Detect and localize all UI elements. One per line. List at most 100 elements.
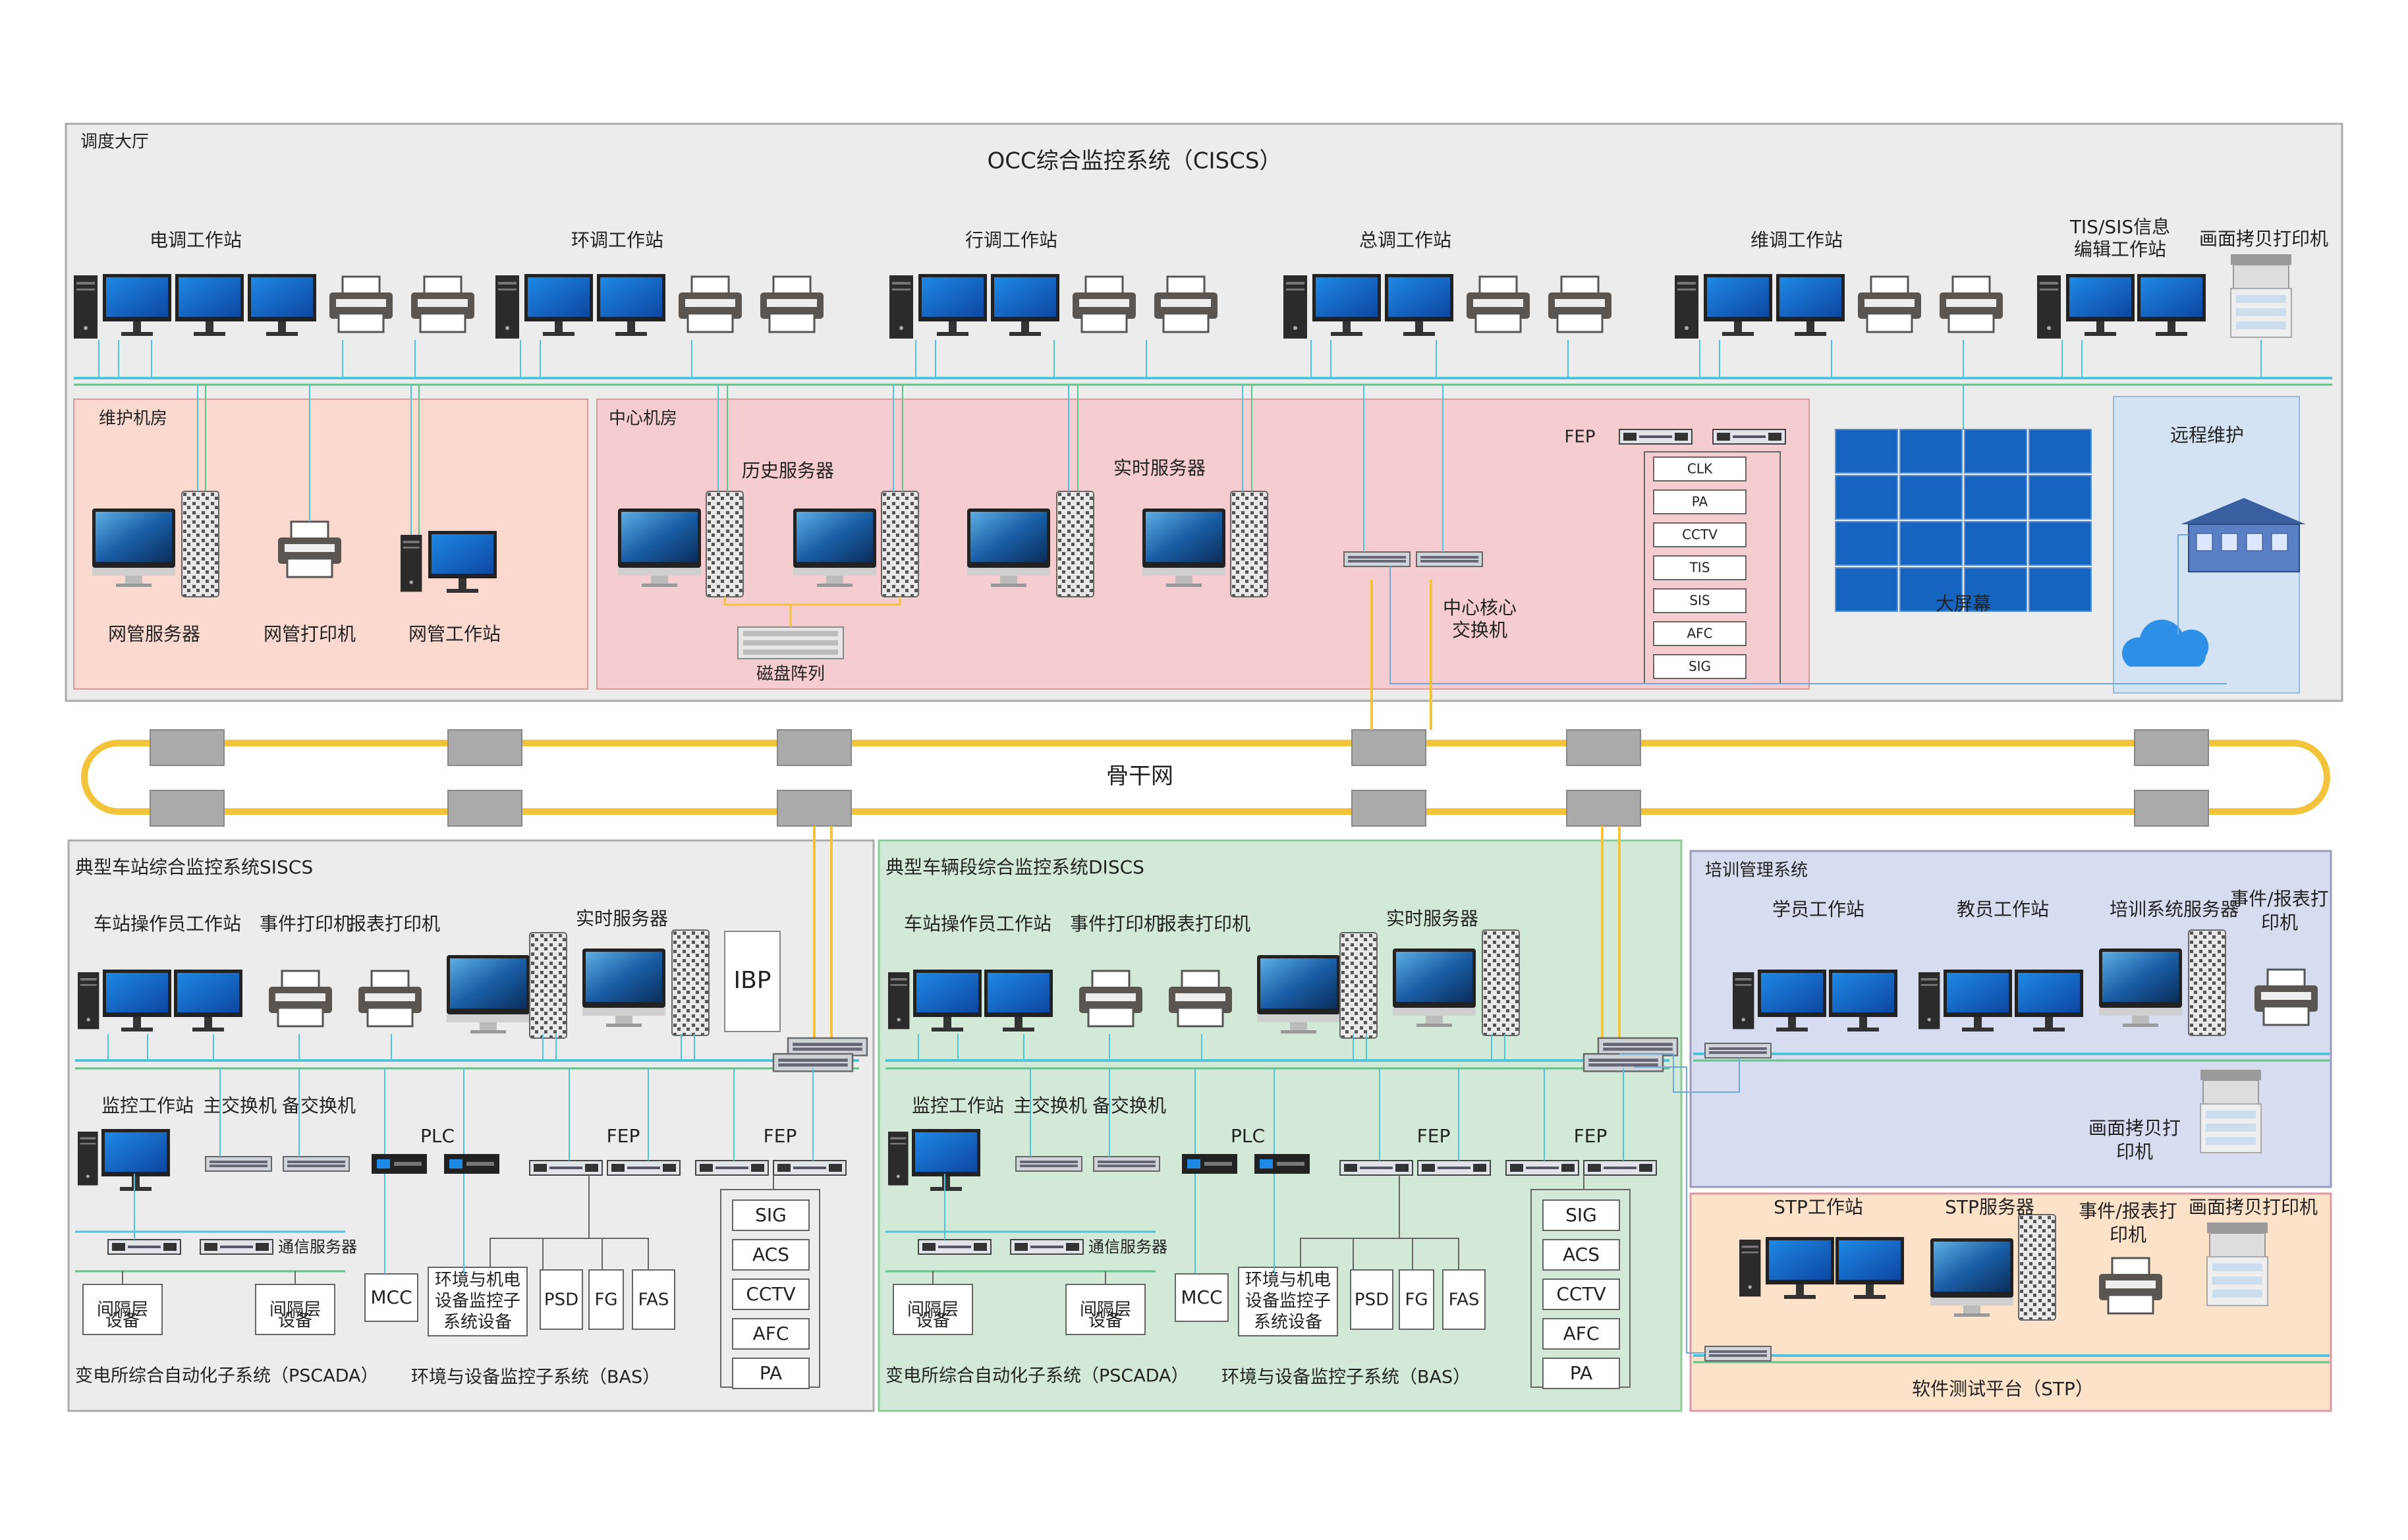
discs-comm-2 — [1010, 1239, 1084, 1255]
workstation-label-1: 环调工作站 — [571, 229, 663, 251]
discs-rt-label: 实时服务器 — [1386, 908, 1478, 929]
siscs-plc-1 — [372, 1154, 427, 1174]
training-copier-label-2: 印机 — [2116, 1141, 2153, 1163]
training-printer-label-2: 印机 — [2261, 912, 2298, 933]
disk-link-1 — [723, 597, 901, 606]
backbone-node-bottom-0 — [150, 790, 225, 827]
big-screen-tile-0-1 — [1899, 429, 1963, 474]
siscs-env-line1: 环境与机电 — [435, 1271, 520, 1290]
discs-env-line1: 环境与机电 — [1245, 1271, 1331, 1290]
discs-psd-box — [1350, 1269, 1393, 1330]
stp-printer-label-2: 印机 — [2110, 1224, 2146, 1246]
maint-imac — [92, 509, 175, 587]
big-screen-tile-2-1 — [1899, 521, 1963, 566]
discs-comm-label: 通信服务器 — [1088, 1238, 1167, 1256]
discs-fg-box — [1399, 1269, 1434, 1330]
siscs-bay-2: 间隔层 — [269, 1300, 321, 1320]
disk-array-label: 磁盘阵列 — [756, 665, 825, 684]
tis-label-1: TIS/SIS信息 — [2069, 216, 2170, 238]
disk-array-slot-0 — [743, 631, 838, 636]
big-screen-tile-0-3 — [2029, 429, 2092, 474]
discs-bay-1-line2: 设备 — [916, 1311, 950, 1331]
discs-stp-link — [1634, 1066, 1705, 1354]
siscs-plc-label: PLC — [420, 1125, 455, 1147]
discs-sub-item-3: AFC — [1563, 1323, 1600, 1344]
workstation-tower-1 — [495, 275, 519, 339]
maint-server-label: 网管服务器 — [108, 623, 200, 645]
history-server-1 — [706, 491, 744, 597]
discs-report-printer-label: 报表打印机 — [1158, 913, 1250, 935]
hall-label: 调度大厅 — [80, 132, 149, 152]
siscs-rt-imac-2 — [582, 949, 665, 1027]
discs-main-switch-label: 主交换机 — [1013, 1095, 1087, 1116]
house-window-2 — [2246, 533, 2263, 551]
siscs-mon-tower — [78, 1132, 98, 1186]
big-screen-tile-0-2 — [1964, 429, 2027, 474]
siscs-fep-a1 — [529, 1160, 603, 1176]
hall-copier-label: 画面拷贝打印机 — [2199, 228, 2328, 250]
backbone-node-top-2 — [777, 729, 852, 766]
realtime-server-label: 实时服务器 — [1113, 457, 1206, 479]
siscs-fg: FG — [594, 1290, 617, 1310]
discs-op-label: 车站操作员工作站 — [904, 913, 1051, 935]
discs-mon-tower — [888, 1132, 909, 1186]
stp-switch — [1704, 1346, 1772, 1361]
center-fep-item-box-3 — [1653, 555, 1747, 580]
center-fep-item-0: CLK — [1687, 461, 1713, 477]
discs-bay-1-box — [893, 1284, 973, 1335]
siscs-comm-label: 通信服务器 — [278, 1238, 357, 1256]
siscs-main-switch — [205, 1156, 272, 1172]
center-fep-item-6: SIG — [1689, 659, 1711, 674]
backbone-node-top-1 — [447, 729, 522, 766]
workstation-label-0: 电调工作站 — [150, 229, 242, 251]
house-window-3 — [2271, 533, 2288, 551]
discs-psd: PSD — [1355, 1290, 1389, 1310]
remote-label: 远程维护 — [2170, 424, 2244, 446]
siscs-monitor-ws-label: 监控工作站 — [101, 1095, 194, 1116]
core-switch-label-1: 中心核心 — [1443, 597, 1517, 619]
backbone-node-bottom-3 — [1351, 790, 1426, 827]
discs-sub-item-0-box — [1542, 1199, 1620, 1231]
siscs-rt-imac-1 — [447, 955, 530, 1033]
siscs-backup-switch — [283, 1156, 350, 1172]
center-remote-link — [1389, 566, 2227, 684]
siscs-comm-2 — [200, 1239, 273, 1255]
discs-mcc-box — [1175, 1273, 1229, 1322]
core-switch-1 — [1343, 551, 1411, 567]
stp-copier-label: 画面拷贝打印机 — [2189, 1196, 2318, 1218]
siscs-bay-2-line2: 设备 — [278, 1311, 312, 1331]
discs-fas-box — [1442, 1269, 1486, 1330]
center-fep-item-box-1 — [1653, 489, 1747, 514]
big-screen-tile-0-0 — [1835, 429, 1898, 474]
siscs-uplink-switch-1 — [787, 1037, 868, 1057]
discs-main-switch — [1015, 1156, 1082, 1172]
maint-server — [181, 491, 219, 597]
discs-rt-imac-1 — [1257, 955, 1340, 1033]
discs-bas-label: 环境与设备监控子系统（BAS） — [1221, 1367, 1470, 1388]
big-screen-tile-2-3 — [2029, 521, 2092, 566]
history-server-2 — [881, 491, 919, 597]
siscs-sub-item-4-box — [732, 1358, 810, 1389]
discs-title: 典型车辆段综合监控系统DISCS — [885, 856, 1144, 878]
training-server — [2188, 929, 2226, 1036]
maint-printer-label: 网管打印机 — [264, 623, 356, 645]
big-screen-tile-2-2 — [1964, 521, 2027, 566]
siscs-bay-1-line2: 设备 — [105, 1311, 140, 1331]
center-imac-3 — [967, 509, 1050, 587]
siscs-backup-switch-label: 备交换机 — [282, 1095, 356, 1116]
house-roof — [2181, 498, 2306, 524]
siscs-fep-label-2: FEP — [764, 1125, 797, 1147]
big-screen-tile-3-1 — [1899, 567, 1963, 612]
ibp-label: IBP — [733, 967, 771, 994]
center-fep-2 — [1712, 429, 1786, 445]
discs-comm-1 — [918, 1239, 992, 1255]
discs-sub-item-3-box — [1542, 1318, 1620, 1350]
tis-tower — [2037, 275, 2061, 339]
center-fep-item-4: SIS — [1689, 593, 1710, 609]
workstation-label-2: 行调工作站 — [965, 229, 1057, 251]
remote-cloud-link — [2177, 534, 2189, 635]
siscs-sub-item-0-box — [732, 1199, 810, 1231]
siscs-pscada-label: 变电所综合自动化子系统（PSCADA） — [75, 1366, 379, 1387]
center-fep-item-1: PA — [1692, 494, 1708, 510]
